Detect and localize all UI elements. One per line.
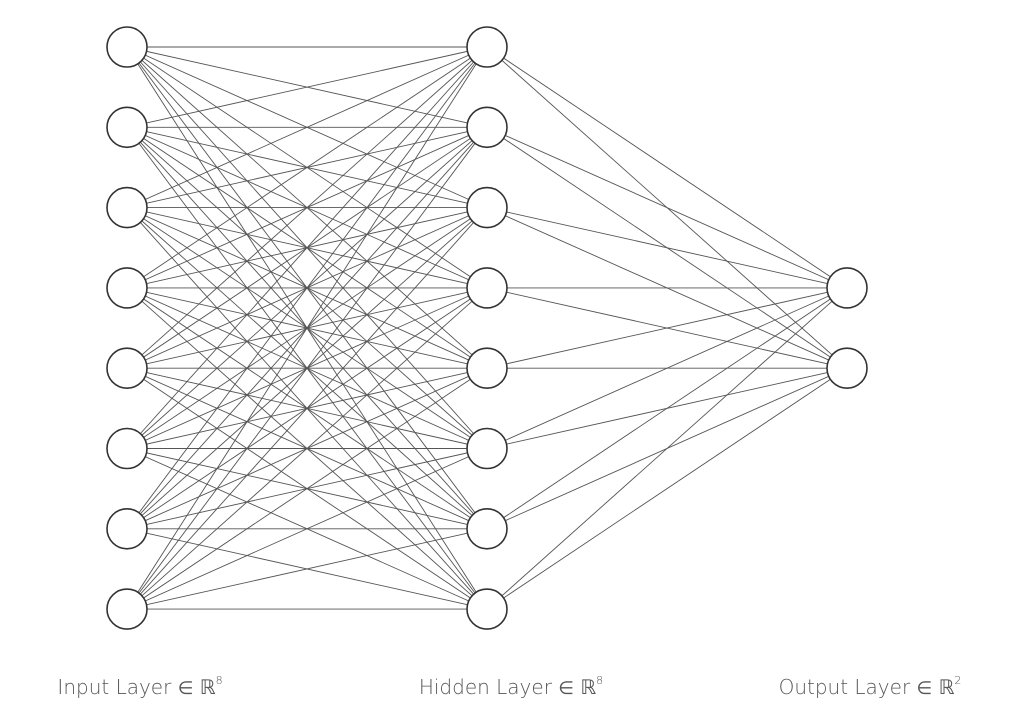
input-node-8 bbox=[106, 588, 148, 630]
output-layer-label: Output Layer ∈ ℝ2 bbox=[778, 674, 962, 699]
output-layer-name: Output Layer bbox=[778, 675, 911, 699]
hidden-node-3 bbox=[466, 186, 508, 229]
edge-input-8-to-hidden-6 bbox=[126, 448, 488, 610]
edge-hidden-1-to-output-1 bbox=[486, 46, 848, 289]
edge-input-7-to-hidden-1 bbox=[126, 46, 488, 530]
output-layer-space: ℝ bbox=[938, 675, 955, 699]
hidden-node-7 bbox=[466, 507, 508, 550]
input-layer-name: Input Layer bbox=[57, 675, 172, 699]
output-layer-dim: 2 bbox=[954, 674, 962, 688]
output-layer-element-of: ∈ bbox=[916, 678, 933, 699]
input-node-6 bbox=[106, 427, 148, 470]
output-node-1 bbox=[826, 267, 868, 309]
hidden-node-2 bbox=[466, 106, 508, 149]
edge-hidden-8-to-output-1 bbox=[486, 287, 848, 610]
hidden-layer-dim: 8 bbox=[596, 674, 604, 688]
input-node-5 bbox=[106, 347, 148, 390]
edge-input-2-to-hidden-1 bbox=[126, 46, 488, 128]
connection-edges bbox=[126, 46, 848, 610]
hidden-layer-name: Hidden Layer bbox=[418, 675, 552, 699]
edge-hidden-6-to-output-1 bbox=[486, 287, 848, 449]
input-node-4 bbox=[106, 267, 148, 309]
edge-input-8-to-hidden-1 bbox=[126, 46, 488, 610]
edge-input-8-to-hidden-2 bbox=[126, 127, 488, 610]
hidden-node-1 bbox=[466, 26, 508, 68]
hidden-node-4 bbox=[466, 267, 508, 309]
input-node-7 bbox=[106, 507, 148, 550]
input-layer-element-of: ∈ bbox=[177, 678, 194, 699]
edge-hidden-7-to-output-1 bbox=[486, 287, 848, 530]
input-layer-label: Input Layer ∈ ℝ8 bbox=[57, 674, 223, 699]
input-layer-dim: 8 bbox=[215, 674, 223, 688]
edge-input-8-to-hidden-7 bbox=[126, 528, 488, 610]
edge-input-8-to-hidden-4 bbox=[126, 287, 488, 610]
input-layer-space: ℝ bbox=[199, 675, 216, 699]
neuron-nodes bbox=[106, 26, 868, 630]
hidden-node-5 bbox=[466, 347, 508, 390]
edge-hidden-2-to-output-1 bbox=[486, 126, 848, 289]
hidden-layer-element-of: ∈ bbox=[558, 678, 574, 699]
edge-input-4-to-hidden-1 bbox=[126, 46, 488, 289]
hidden-layer-label: Hidden Layer ∈ ℝ8 bbox=[418, 674, 604, 699]
edge-hidden-8-to-output-2 bbox=[486, 367, 848, 610]
hidden-layer-space: ℝ bbox=[580, 675, 597, 699]
edge-input-3-to-hidden-1 bbox=[126, 46, 488, 209]
edge-input-5-to-hidden-1 bbox=[126, 46, 488, 369]
hidden-node-8 bbox=[466, 588, 508, 630]
edge-input-8-to-hidden-3 bbox=[126, 207, 488, 610]
edge-hidden-5-to-output-1 bbox=[486, 287, 848, 369]
edge-hidden-3-to-output-1 bbox=[486, 207, 848, 289]
input-node-3 bbox=[106, 186, 148, 229]
input-node-2 bbox=[106, 106, 148, 149]
hidden-node-6 bbox=[466, 427, 508, 470]
input-node-1 bbox=[106, 26, 148, 68]
output-node-2 bbox=[826, 347, 868, 390]
edge-input-6-to-hidden-1 bbox=[126, 46, 488, 449]
edge-input-8-to-hidden-5 bbox=[126, 367, 488, 610]
